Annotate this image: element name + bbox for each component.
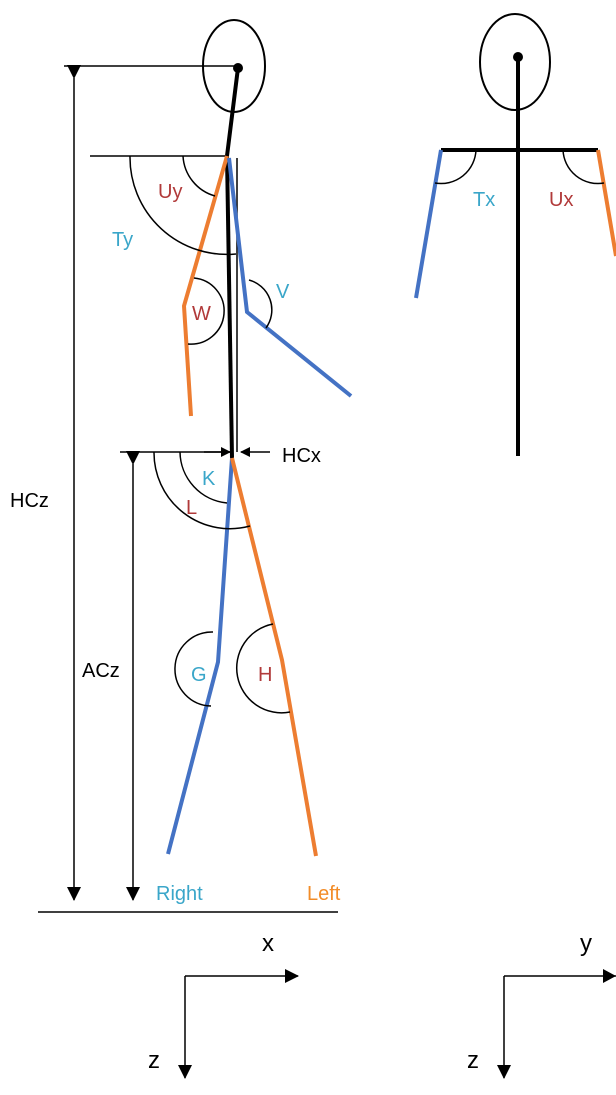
label-hcz: HCz bbox=[10, 490, 49, 512]
side-trunk-line bbox=[225, 155, 234, 459]
side-neck-line bbox=[225, 67, 240, 157]
arc-l bbox=[153, 451, 251, 530]
front-left-arm bbox=[596, 149, 616, 257]
label-w: W bbox=[192, 303, 211, 325]
label-acz: ACz bbox=[82, 660, 120, 682]
arc-h bbox=[235, 623, 291, 714]
label-l: L bbox=[186, 497, 197, 519]
arc-ty bbox=[129, 155, 237, 256]
label-hcx: HCx bbox=[282, 445, 321, 467]
label-h: H bbox=[258, 664, 272, 686]
side-axis-z-label: z bbox=[148, 1047, 160, 1074]
side-right-leg bbox=[166, 457, 234, 855]
label-ux: Ux bbox=[549, 189, 573, 211]
side-right-arm bbox=[227, 157, 353, 398]
front-right-arm bbox=[414, 149, 443, 299]
side-left-leg bbox=[230, 457, 318, 857]
label-v: V bbox=[276, 281, 290, 303]
front-view: Tx Ux y z bbox=[414, 13, 616, 1079]
label-k: K bbox=[202, 468, 216, 490]
arc-ux bbox=[562, 149, 605, 185]
label-ty: Ty bbox=[112, 229, 133, 251]
side-left-arm bbox=[181, 155, 229, 417]
arc-w bbox=[187, 277, 225, 345]
legend-right: Right bbox=[156, 883, 203, 905]
arc-g bbox=[174, 631, 214, 707]
front-axis-y-label: y bbox=[580, 930, 592, 957]
front-head bbox=[479, 13, 551, 111]
side-view: Uy Ty W V K L G H HCz ACz HCx Right Left… bbox=[10, 19, 353, 1079]
label-tx: Tx bbox=[473, 189, 495, 211]
label-g: G bbox=[191, 664, 207, 686]
label-uy: Uy bbox=[158, 181, 182, 203]
arc-uy bbox=[182, 155, 216, 197]
arc-k bbox=[179, 451, 228, 504]
front-axis-y-arrowhead bbox=[603, 969, 616, 983]
arc-tx bbox=[434, 149, 477, 185]
side-axis-x-label: x bbox=[262, 930, 274, 957]
arc-v bbox=[248, 279, 273, 329]
front-axis-z-label: z bbox=[467, 1047, 479, 1074]
legend-left: Left bbox=[307, 883, 341, 905]
